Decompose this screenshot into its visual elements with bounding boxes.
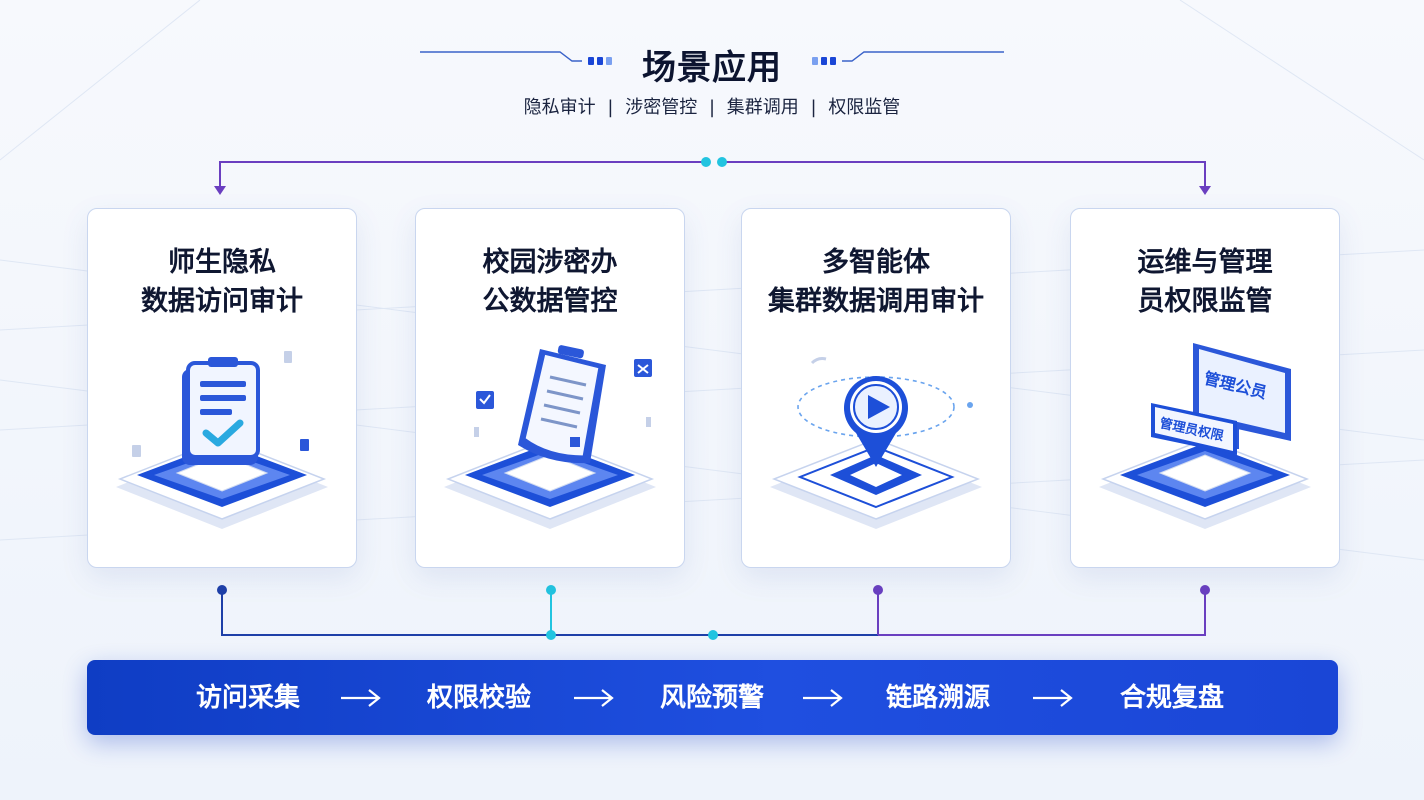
right-arrow-icon — [1033, 689, 1073, 707]
flow-step: 访问采集 — [195, 683, 300, 713]
top-connector — [722, 161, 1206, 192]
subtitle-separator: | — [708, 97, 716, 118]
scenario-card-classified-control: 校园涉密办 公数据管控 — [415, 208, 685, 568]
bottom-connector — [878, 590, 1206, 636]
subtitle-item: 隐私审计 — [523, 97, 596, 118]
flow-step: 链路溯源 — [885, 683, 990, 713]
subtitle-separator: | — [607, 97, 614, 118]
top-connector — [219, 161, 706, 192]
right-arrow-icon — [341, 689, 381, 707]
header: 场景应用 隐私审计 | 涉密管控 | 集群调用 | 权限监管 — [0, 0, 1424, 130]
scenario-card-admin-permission: 运维与管理 员权限监管 管理公员 管理员权限 — [1070, 208, 1340, 568]
card-title-line: 运维与管理 — [1137, 247, 1273, 278]
card-title-line: 公数据管控 — [482, 286, 618, 317]
right-arrow-icon — [803, 689, 843, 707]
connector-dot — [708, 630, 718, 640]
admin-monitor-icon: 管理公员 管理员权限 — [1099, 343, 1311, 529]
connector-dot — [873, 585, 883, 595]
location-play-icon — [770, 357, 982, 529]
connector-dot — [217, 585, 227, 595]
flow-step: 权限校验 — [426, 683, 531, 713]
document-clipboard-icon — [444, 345, 656, 529]
connector-dot — [717, 157, 727, 167]
connector-dot — [701, 157, 711, 167]
connector-dot — [546, 585, 556, 595]
card-title-line: 师生隐私 — [168, 247, 276, 278]
card-title: 运维与管理 员权限监管 — [1071, 243, 1339, 321]
card-title-line: 校园涉密办 — [482, 247, 618, 278]
connector-dot — [1200, 585, 1210, 595]
page-title: 场景应用 — [642, 48, 782, 88]
card-title-line: 员权限监管 — [1137, 286, 1273, 317]
subtitle-item: 权限监管 — [828, 97, 901, 118]
scenario-card-agent-cluster-audit: 多智能体 集群数据调用审计 — [741, 208, 1011, 568]
checklist-clipboard-icon — [116, 351, 328, 529]
card-title: 多智能体 集群数据调用审计 — [742, 243, 1010, 321]
page-subtitle: 隐私审计 | 涉密管控 | 集群调用 | 权限监管 — [462, 93, 962, 119]
card-title: 校园涉密办 公数据管控 — [416, 243, 684, 321]
process-flow-bar: 访问采集 权限校验 风险预警 链路溯源 合规复盘 — [87, 660, 1338, 735]
subtitle-item: 集群调用 — [726, 97, 799, 118]
card-title-line: 数据访问审计 — [141, 286, 303, 317]
flow-step: 风险预警 — [659, 683, 764, 713]
card-title-line: 多智能体 — [822, 247, 930, 278]
card-title: 师生隐私 数据访问审计 — [88, 243, 356, 321]
flow-step: 合规复盘 — [1119, 683, 1224, 713]
connector-dot — [546, 630, 556, 640]
arrow-down-icon — [214, 186, 226, 195]
subtitle-separator: | — [810, 97, 817, 118]
card-title-line: 集群数据调用审计 — [768, 286, 984, 317]
bottom-connector — [221, 590, 878, 636]
arrow-down-icon — [1199, 186, 1211, 195]
right-arrow-icon — [574, 689, 614, 707]
subtitle-item: 涉密管控 — [625, 97, 698, 118]
scenario-card-privacy-audit: 师生隐私 数据访问审计 — [87, 208, 357, 568]
